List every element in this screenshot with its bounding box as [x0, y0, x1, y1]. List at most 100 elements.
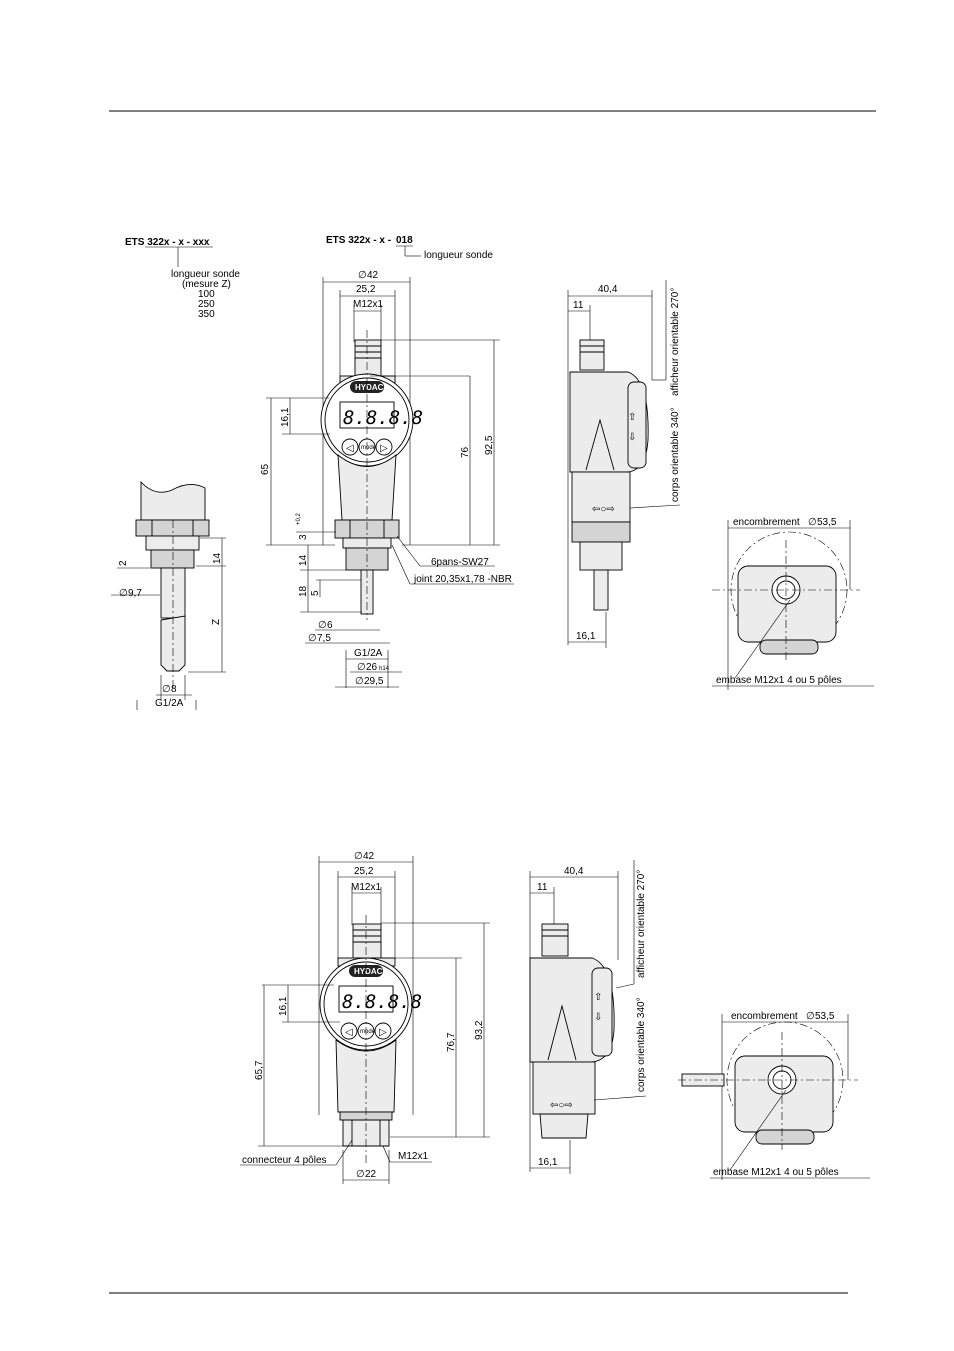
side2-dim-16-1: 16,1	[538, 1157, 558, 1168]
lcd-digits: 8.8.8.8	[343, 407, 423, 429]
dim-92-5: 92,5	[484, 435, 495, 455]
dim-42-symbol: ∅	[358, 270, 367, 281]
mode-label: mode	[361, 445, 377, 451]
right-button	[375, 438, 393, 456]
dim-14: 14	[212, 552, 223, 564]
length-option-100: 100	[198, 289, 215, 300]
variant-title-018: ETS 322x - x -	[326, 235, 391, 246]
d3-mode-label: mode	[360, 1029, 376, 1035]
probe-length-label-1: longueur sonde	[171, 269, 240, 280]
side-view-1: 40,4 11 ⇦○⇨ ⇧ ⇩ 16,1 afficheur orientabl…	[567, 280, 681, 648]
hex-nut	[135, 519, 210, 537]
probe-length-label-2: longueur sonde	[424, 250, 493, 261]
dim-8-symbol: ∅	[162, 684, 171, 695]
d3-dim-25-2: 25,2	[354, 866, 374, 877]
top-view-2: encombrement ∅ 53,5 embase M12x1 4 ou 5 …	[678, 1011, 870, 1180]
dim-7-5-symbol: ∅	[308, 633, 317, 644]
side2-vertical-arrow-icon: ⇧	[594, 992, 602, 1003]
dim-29-5: 29,5	[364, 676, 384, 687]
dim-m12x1: M12x1	[353, 299, 383, 310]
right-arrow-icon: ▷	[380, 443, 388, 454]
d3-hydac-logo-text: HYDAC	[354, 967, 383, 976]
callout-joint: joint 20,35x1,78 -NBR	[413, 574, 512, 585]
body-section	[140, 480, 206, 521]
d3-dim-22-symbol: ∅	[356, 1169, 365, 1180]
d3-lcd-digits: 8.8.8.8	[342, 991, 422, 1013]
dim-9-7: 9,7	[128, 588, 142, 599]
d3-right-button	[374, 1022, 392, 1040]
dim-8: 8	[171, 684, 177, 695]
side1-probe	[593, 569, 609, 611]
side1-vertical-arrow-icon: ⇧	[628, 412, 636, 423]
drawing-front-018: ETS 322x - x - 018 longueur sonde ∅ 42 2…	[260, 235, 514, 688]
dim-g12a-1: G1/2A	[155, 698, 184, 709]
side2-dim-11: 11	[537, 882, 548, 893]
d3-left-arrow-icon: ◁	[345, 1027, 353, 1038]
side1-dim-11: 11	[573, 300, 584, 311]
left-arrow-icon: ◁	[346, 443, 354, 454]
top1-envelope-symbol: ∅	[808, 517, 817, 528]
side2-body	[532, 1061, 596, 1115]
dim-5: 5	[310, 590, 321, 596]
top1-envelope-value: 53,5	[817, 517, 837, 528]
top1-envelope-label: encombrement	[733, 517, 800, 528]
length-option-250: 250	[198, 299, 215, 310]
side2-connector	[541, 923, 569, 957]
hydac-logo	[350, 381, 384, 393]
dim-6-symbol: ∅	[318, 620, 327, 631]
dim-65: 65	[260, 463, 271, 475]
d3-dim-16-1: 16,1	[278, 996, 289, 1016]
d3-connector	[352, 923, 382, 959]
d3-left-button	[340, 1022, 358, 1040]
body-housing	[337, 454, 397, 521]
d3-dim-22: 22	[365, 1169, 377, 1180]
dim-tol-0-2: +0,2	[296, 512, 302, 525]
dim-3: 3	[298, 534, 309, 540]
side2-rotate-arrow-icon: ⇦○⇨	[550, 1100, 573, 1111]
side-view-2: 40,4 11 ⇦○⇨ ⇧ ⇩ 16,1 afficheur orientabl…	[529, 860, 647, 1174]
dim-29-5-symbol: ∅	[355, 676, 364, 687]
d3-connector-callout: connecteur 4 pôles	[242, 1155, 327, 1166]
d3-bottom-connector	[342, 1119, 390, 1147]
side1-display-rotation: afficheur orientable 270°	[670, 288, 681, 396]
side2-display-rotation: afficheur orientable 270°	[636, 870, 647, 978]
side2-vertical-arrow-icon-2: ⇩	[594, 1012, 602, 1023]
thread-g12	[150, 549, 195, 569]
dim-h14: h14	[379, 666, 390, 672]
dim-9-7-symbol: ∅	[119, 588, 128, 599]
drawing-front-connector: ∅ 42 25,2 M12x1 HYDAC 8.8.8.8 ◁ mode ▷	[240, 851, 490, 1184]
top1-base-label: embase M12x1 4 ou 5 pôles	[716, 675, 842, 686]
dim-26: 26	[366, 662, 378, 673]
dim-76: 76	[460, 446, 471, 458]
dim-18: 18	[298, 585, 309, 597]
dim-16-1: 16,1	[280, 407, 291, 427]
side1-dim-40-4: 40,4	[598, 284, 618, 295]
d3-dim-65-7: 65,7	[254, 1060, 265, 1080]
d3-dim-93-2: 93,2	[474, 1020, 485, 1040]
dim-26-symbol: ∅	[357, 662, 366, 673]
length-option-350: 350	[198, 309, 215, 320]
drawing-probe-variant: ETS 322x - x - xxx longueur sonde (mesur…	[111, 237, 240, 710]
dim-2: 2	[118, 560, 129, 566]
dim-7-5: 7,5	[317, 633, 331, 644]
side1-dim-16-1: 16,1	[576, 631, 596, 642]
callout-hex: 6pans-SW27	[431, 557, 489, 568]
hydac-logo-text: HYDAC	[355, 383, 384, 392]
dim-14-b: 14	[298, 554, 309, 566]
top2-envelope-label: encombrement	[731, 1011, 798, 1022]
side1-connector	[579, 339, 605, 371]
top2-envelope-value: 53,5	[815, 1011, 835, 1022]
side1-rotate-arrow-icon: ⇦○⇨	[592, 504, 615, 515]
side2-body-rotation: corps orientable 340°	[636, 997, 647, 1092]
d3-dim-m12x1-bottom: M12x1	[398, 1151, 428, 1162]
side2-dim-40-4: 40,4	[564, 866, 584, 877]
measure-z-label: (mesure Z)	[182, 279, 231, 290]
side1-body-rotation: corps orientable 340°	[670, 407, 681, 502]
variant-title-xxx: ETS 322x - x - xxx	[125, 237, 210, 248]
thread-section	[145, 535, 200, 551]
variant-suffix-018: 018	[396, 235, 413, 246]
dim-42: 42	[367, 270, 379, 281]
dim-g12a-2: G1/2A	[354, 648, 383, 659]
d3-dim-m12x1: M12x1	[351, 882, 381, 893]
